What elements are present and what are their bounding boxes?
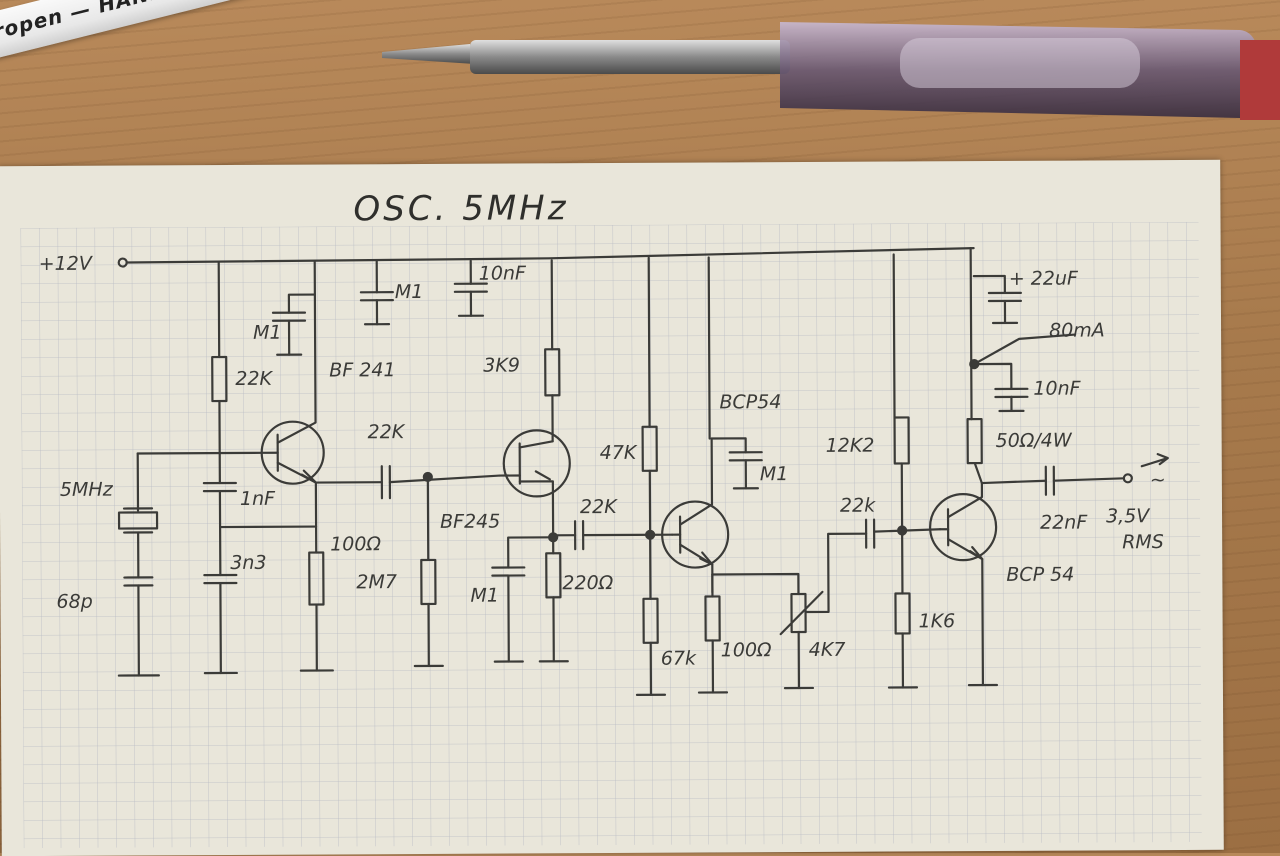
label-r12k2: 12K2: [826, 435, 875, 457]
label-1nf: 1nF: [240, 488, 276, 510]
label-r100-a: 100Ω: [330, 533, 381, 555]
label-output-symbol: ~: [1150, 469, 1166, 491]
label-xtal: 5MHz: [60, 479, 114, 501]
graph-paper-sheet: OSC. 5MHz +12V: [0, 159, 1224, 856]
label-10nf-a: 10nF: [479, 262, 527, 284]
supply-label: +12V: [39, 253, 94, 275]
label-m1-a: M1: [253, 322, 282, 344]
label-22uf: + 22uF: [1009, 268, 1079, 290]
stage-oscillator: [117, 260, 395, 677]
label-c22k-b: 22K: [580, 496, 618, 518]
label-r67k: 67k: [661, 648, 697, 670]
stage-fet-buffer: [314, 259, 571, 668]
label-m1-c: M1: [470, 585, 499, 607]
label-80ma: 80mA: [1049, 319, 1105, 341]
label-r1k6: 1K6: [919, 610, 956, 632]
label-r100-b: 100Ω: [721, 639, 772, 661]
label-bcp54-a: BCP54: [719, 391, 781, 413]
supply-rail: [117, 246, 975, 268]
label-r22k: 22K: [235, 368, 273, 390]
label-bcp54-b: BCP 54: [1006, 564, 1074, 586]
label-c22k-a: 22K: [368, 421, 406, 443]
label-m1-b: M1: [395, 281, 424, 303]
label-r47k: 47K: [600, 442, 638, 464]
label-rms: RMS: [1122, 531, 1164, 553]
label-c22k-c: 22k: [840, 495, 876, 517]
label-r4k7: 4K7: [809, 639, 846, 661]
label-m1-d: M1: [760, 463, 789, 485]
stage-bcp54-amp: [552, 256, 868, 696]
label-r220: 220Ω: [562, 572, 613, 594]
label-3v5: 3,5V: [1106, 505, 1151, 527]
screwdriver: [382, 22, 1280, 120]
label-3n3: 3n3: [230, 552, 266, 574]
label-10nf-b: 10nF: [1033, 378, 1081, 400]
label-r2m7: 2M7: [356, 571, 397, 593]
label-22nf: 22nF: [1040, 512, 1088, 534]
label-r3k9: 3K9: [483, 354, 520, 376]
label-bf245: BF245: [440, 511, 500, 533]
label-68p: 68p: [56, 591, 92, 613]
stage-output: [864, 247, 1169, 689]
label-r50: 50Ω/4W: [996, 430, 1073, 452]
oscillator-schematic: OSC. 5MHz +12V: [20, 188, 1202, 849]
sheet-title: OSC. 5MHz: [353, 188, 568, 229]
label-bf241: BF 241: [329, 359, 395, 381]
